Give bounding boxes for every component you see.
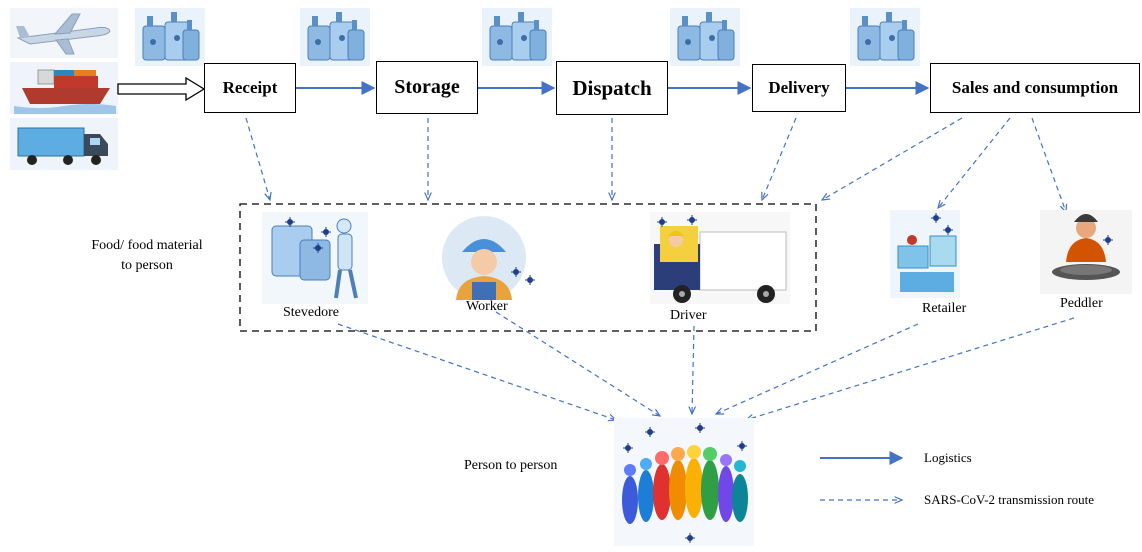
label-peddler: Peddler: [1060, 296, 1103, 311]
worker-icon: [442, 216, 536, 300]
label-retailer: Retailer: [922, 301, 967, 316]
label-food-to-person-line2: to person: [121, 258, 173, 273]
cold-storage-icon: [299, 7, 371, 67]
stage-receipt: Receipt: [204, 63, 296, 113]
transmission-arrows: [245, 117, 1075, 420]
label-food-to-person: Food/ food material to person: [62, 236, 232, 276]
input-arrow: [117, 76, 206, 102]
retailer-icon: [890, 210, 960, 298]
stage-storage: Storage: [376, 61, 478, 114]
label-worker: Worker: [466, 299, 508, 314]
legend-logistics-label: Logistics: [924, 450, 972, 465]
label-food-to-person-line1: Food/ food material: [91, 238, 203, 253]
food-to-person-group: [239, 203, 817, 332]
driver-icon: [650, 212, 790, 304]
container-truck-icon: [10, 118, 118, 170]
stevedore-icon: [262, 212, 368, 304]
stage-sales-and-consumption: Sales and consumption: [930, 63, 1140, 113]
peddler-icon: [1040, 210, 1132, 294]
crowd-icon: [614, 418, 754, 546]
stage-delivery: Delivery: [752, 64, 846, 112]
label-driver: Driver: [670, 308, 707, 323]
stage-dispatch: Dispatch: [556, 61, 668, 115]
label-person-to-person: Person to person: [464, 458, 558, 473]
cold-storage-icon: [669, 7, 741, 67]
airplane-icon: [10, 8, 118, 58]
cold-storage-icon: [849, 7, 921, 67]
legend-transmission-label: SARS-CoV-2 transmission route: [924, 492, 1094, 507]
cargo-ship-icon: [10, 62, 118, 114]
label-stevedore: Stevedore: [283, 305, 339, 320]
cold-storage-icon: [134, 7, 206, 67]
cold-storage-icon: [481, 7, 553, 67]
